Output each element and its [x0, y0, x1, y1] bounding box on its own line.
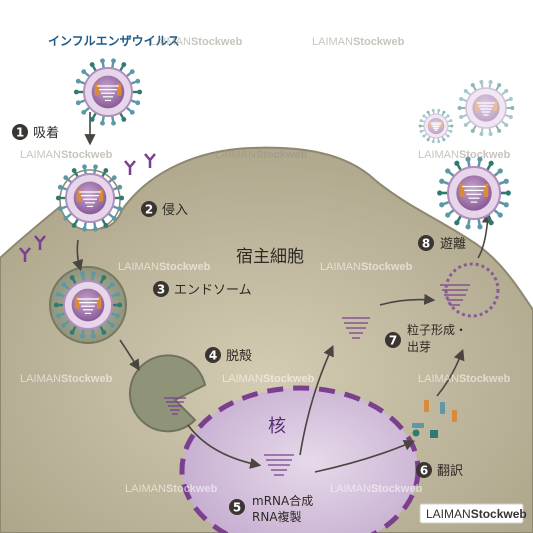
- svg-text:LAIMANStockweb: LAIMANStockweb: [222, 373, 315, 385]
- svg-text:LAIMANStockweb: LAIMANStockweb: [125, 483, 218, 495]
- svg-text:7: 7: [389, 334, 397, 348]
- svg-text:吸着: 吸着: [33, 125, 59, 141]
- rna-cytoplasm: [342, 317, 370, 339]
- svg-text:5: 5: [233, 501, 241, 515]
- receptors: [19, 153, 156, 262]
- step-2: 2 侵入: [141, 201, 188, 218]
- svg-text:3: 3: [157, 283, 165, 297]
- svg-text:4: 4: [209, 349, 217, 363]
- svg-text:LAIMANStockweb: LAIMANStockweb: [320, 261, 413, 273]
- virus-particles: [53, 58, 515, 339]
- step-4: 4 脱殻: [205, 347, 252, 364]
- step-3: 3 エンドソーム: [153, 281, 252, 298]
- svg-text:1: 1: [16, 126, 24, 140]
- virus-attached: [55, 164, 125, 232]
- svg-text:LAIMANStockweb: LAIMANStockweb: [150, 36, 243, 48]
- virus-free: [73, 58, 143, 126]
- svg-text:LAIMANStockweb: LAIMANStockweb: [215, 149, 308, 161]
- budding-virus: [444, 262, 500, 318]
- step-7: 7 粒子形成・ 出芽: [385, 322, 467, 354]
- protein-fragments: [412, 400, 457, 438]
- watermarks: LAIMANStockweb LAIMANStockweb LAIMANStoc…: [20, 36, 511, 495]
- svg-text:エンドソーム: エンドソーム: [174, 283, 252, 298]
- diagram-title: インフルエンザウイルス: [48, 34, 180, 48]
- svg-text:出芽: 出芽: [407, 340, 431, 354]
- svg-text:mRNA合成: mRNA合成: [252, 493, 313, 508]
- rna-uncoated: [164, 397, 186, 415]
- step-6: 6 翻訳: [416, 462, 463, 479]
- svg-text:6: 6: [420, 464, 428, 478]
- flow-arrows: [72, 112, 494, 473]
- svg-text:翻訳: 翻訳: [437, 464, 463, 479]
- uncoating-vesicle: [128, 354, 207, 433]
- rna-budding: [440, 284, 470, 306]
- svg-text:LAIMANStockweb: LAIMANStockweb: [418, 373, 511, 385]
- svg-text:LAIMANStockweb: LAIMANStockweb: [20, 149, 113, 161]
- svg-text:LAIMANStockweb: LAIMANStockweb: [312, 36, 405, 48]
- nucleus-label: 核: [268, 416, 286, 437]
- virus-in-endosome: [53, 271, 123, 339]
- step-1: 1 吸着: [12, 124, 59, 141]
- svg-text:RNA複製: RNA複製: [252, 509, 302, 524]
- svg-text:LAIMANStockweb: LAIMANStockweb: [118, 261, 211, 273]
- svg-text:8: 8: [422, 237, 430, 251]
- svg-text:侵入: 侵入: [162, 202, 188, 218]
- svg-text:脱殻: 脱殻: [226, 349, 252, 364]
- svg-text:2: 2: [145, 203, 153, 217]
- cell-label: 宿主細胞: [236, 247, 304, 267]
- svg-text:粒子形成・: 粒子形成・: [407, 322, 467, 337]
- svg-text:LAIMANStockweb: LAIMANStockweb: [330, 483, 423, 495]
- rna-segments: [164, 284, 470, 476]
- svg-text:LAIMANStockweb: LAIMANStockweb: [20, 373, 113, 385]
- virus-released-medium: [457, 80, 515, 136]
- rna-nucleus: [264, 454, 294, 476]
- virus-released-small: [418, 108, 454, 144]
- svg-text:遊離: 遊離: [440, 237, 466, 252]
- step-8: 8 遊離: [418, 235, 466, 252]
- virus-released: [437, 156, 511, 230]
- laiman-logo: LAIMANStockweb: [419, 503, 527, 524]
- step-5: 5 mRNA合成 RNA複製: [229, 493, 313, 524]
- svg-text:LAIMANStockweb: LAIMANStockweb: [418, 149, 511, 161]
- svg-text:LAIMANStockweb: LAIMANStockweb: [426, 507, 527, 521]
